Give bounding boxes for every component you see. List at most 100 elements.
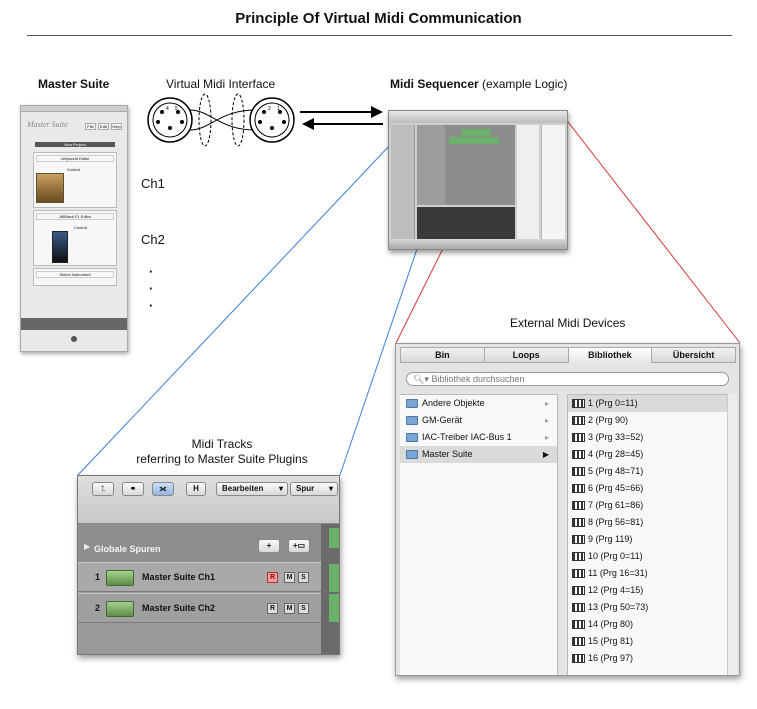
record-button[interactable]: R [267,572,278,583]
external-devices-label: External Midi Devices [510,316,626,330]
piano-keys-icon [572,654,585,663]
list-item[interactable]: Andere Objekte▸ [400,395,557,412]
virtual-midi-label: Virtual Midi Interface [166,77,276,91]
blue-zoom-line-left [77,144,391,476]
library-tabs: Bin Loops Bibliothek Übersicht [400,347,736,363]
region-block[interactable] [329,528,339,548]
logic-region-1 [461,129,491,136]
link-icon[interactable]: ⚭ [122,482,144,496]
ms-help-button[interactable]: Help [111,123,122,130]
patch-label: 8 (Prg 56=81) [588,517,644,527]
mute-button[interactable]: M [284,603,295,614]
ms-editor2-controls[interactable]: Control [74,225,87,230]
patch-list-item[interactable]: 9 (Prg 119) [568,531,727,548]
track-menu-label: Spur [296,484,315,493]
library-panel: Bin Loops Bibliothek Übersicht 🔍︎▾ Bibli… [395,343,740,676]
midi-connector-right: 2 1 [249,97,295,143]
patch-list-item[interactable]: 16 (Prg 97) [568,650,727,667]
ms-new-project[interactable]: New Project [35,142,115,147]
patch-list-item[interactable]: 5 (Prg 48=71) [568,463,727,480]
patch-list-item[interactable]: 4 (Prg 28=45) [568,446,727,463]
list-item-label: Andere Objekte [422,398,485,408]
library-search-input[interactable]: 🔍︎▾ Bibliothek durchsuchen [406,372,729,386]
patch-label: 15 (Prg 81) [588,636,634,646]
logic-transport [389,239,567,249]
patch-list-item[interactable]: 12 (Prg 4=15) [568,582,727,599]
patch-list-item[interactable]: 7 (Prg 61=86) [568,497,727,514]
track-number: 2 [95,603,101,613]
patch-list-item[interactable]: 6 (Prg 45=66) [568,480,727,497]
library-scrollbar[interactable] [727,394,737,675]
patch-list-item[interactable]: 10 (Prg 0=11) [568,548,727,565]
patch-label: 14 (Prg 80) [588,619,634,629]
sequencer-label: Midi Sequencer (example Logic) [390,77,567,91]
patch-label: 16 (Prg 97) [588,653,634,663]
mute-button[interactable]: M [284,572,295,583]
dot-3: · [149,298,154,313]
add-track-button[interactable]: + [258,539,280,553]
edit-menu-button[interactable]: Bearbeiten▾ [216,482,288,496]
patch-label: 10 (Prg 0=11) [588,551,643,561]
ms-editor1-image [36,173,64,203]
patch-label: 4 (Prg 28=45) [588,449,644,459]
red-zoom-line-right [564,117,741,344]
global-tracks-label: Globale Spuren [94,544,161,554]
patch-list-item[interactable]: 3 (Prg 33=52) [568,429,727,446]
piano-keys-icon [572,518,585,527]
list-item-selected[interactable]: Master Suite▶ [400,446,557,463]
ms-file-button[interactable]: File [85,123,96,130]
sequencer-label-bold: Midi Sequencer [390,77,479,91]
midi-tracks-label-line1: Midi Tracks [191,437,253,451]
midi-instrument-icon [106,570,134,586]
chevron-down-icon: ▾ [278,484,283,493]
patch-list-item[interactable]: 8 (Prg 56=81) [568,514,727,531]
patch-label: 7 (Prg 61=86) [588,500,644,510]
patch-list-item[interactable]: 15 (Prg 81) [568,633,727,650]
catch-playhead-icon[interactable]: ⟗ [152,482,174,496]
patch-list-item[interactable]: 1 (Prg 0=11) [568,395,727,412]
piano-keys-icon [572,552,585,561]
track-row[interactable]: 1 Master Suite Ch1 R M S [78,562,321,592]
list-item[interactable]: GM-Gerät▸ [400,412,557,429]
patch-list-item[interactable]: 13 (Prg 50=73) [568,599,727,616]
ch2-label: Ch2 [141,232,165,247]
region-block[interactable] [329,564,339,592]
piano-keys-icon [572,501,585,510]
tab-bin[interactable]: Bin [400,347,485,363]
add-folder-button[interactable]: +▭ [288,539,310,553]
global-tracks-row[interactable]: ▶ Globale Spuren + +▭ [78,524,321,562]
solo-button[interactable]: S [298,603,309,614]
logic-editor [417,207,515,241]
track-menu-button[interactable]: Spur▾ [290,482,338,496]
library-patch-list: 1 (Prg 0=11)2 (Prg 90)3 (Prg 33=52) 4 (Pr… [567,394,727,675]
patch-list-item[interactable]: 2 (Prg 90) [568,412,727,429]
chevron-right-icon: ▶ [542,450,549,459]
solo-button[interactable]: S [298,572,309,583]
tab-loops[interactable]: Loops [484,347,569,363]
svg-text:4: 4 [166,106,169,112]
logic-inspector [391,125,415,245]
tab-bibliothek[interactable]: Bibliothek [568,347,653,363]
patch-list-item[interactable]: 11 (Prg 16=31) [568,565,727,582]
ms-edit-button[interactable]: Edit [98,123,109,130]
ms-editor1-controls[interactable]: Control [67,167,80,172]
track-name: Master Suite Ch2 [142,603,216,613]
master-suite-logo: Master Suite [27,120,68,129]
logic-library-thumb [517,125,539,241]
patch-list-item[interactable]: 14 (Prg 80) [568,616,727,633]
piano-keys-icon [572,569,585,578]
track-number: 1 [95,572,101,582]
disclosure-triangle-icon[interactable]: ▶ [84,542,91,551]
list-item[interactable]: IAC-Treiber IAC-Bus 1▸ [400,429,557,446]
back-arrow-icon[interactable]: ⮤ [92,482,114,496]
tab-uebersicht[interactable]: Übersicht [652,347,736,363]
region-block[interactable] [329,594,339,622]
piano-keys-icon [572,416,585,425]
ms-select-instrument[interactable]: Select Instrument [33,268,117,286]
hide-button[interactable]: H [186,482,206,496]
piano-keys-icon [572,484,585,493]
master-suite-label: Master Suite [38,77,110,91]
ms-power-icon[interactable] [71,336,77,342]
track-row[interactable]: 2 Master Suite Ch2 R M S [78,593,321,623]
record-button[interactable]: R [267,603,278,614]
